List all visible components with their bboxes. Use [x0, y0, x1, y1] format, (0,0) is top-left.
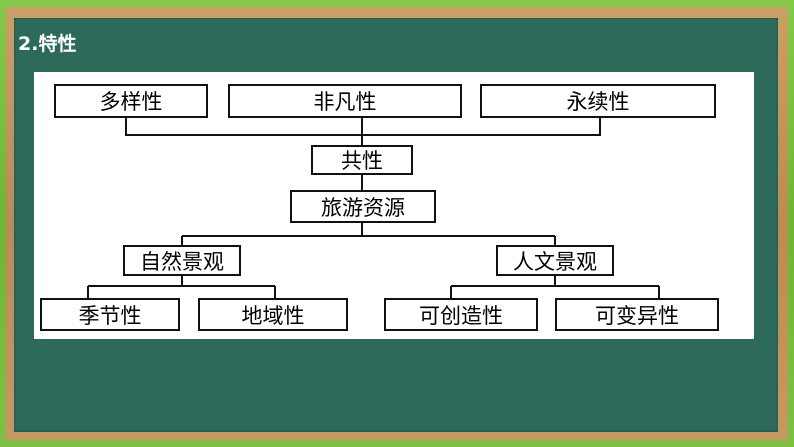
node-regionality: 地域性	[198, 298, 348, 331]
section-heading: 2.特性	[18, 33, 77, 55]
node-trait-diversity: 多样性	[54, 84, 208, 118]
node-trait-extraordinary: 非凡性	[228, 84, 462, 118]
connector-lines	[87, 117, 660, 299]
node-seasonality: 季节性	[40, 298, 180, 331]
node-trait-sustainable: 永续性	[480, 84, 716, 118]
concept-diagram: 多样性 非凡性 永续性 共性 旅游资源 自然景观 人文景观 季节性 地域性 可创…	[34, 72, 754, 339]
node-root: 旅游资源	[290, 190, 436, 223]
node-creatable: 可创造性	[384, 298, 538, 331]
node-natural: 自然景观	[123, 245, 241, 276]
node-common: 共性	[311, 145, 413, 175]
node-variable: 可变异性	[555, 298, 719, 331]
node-cultural: 人文景观	[496, 245, 614, 276]
